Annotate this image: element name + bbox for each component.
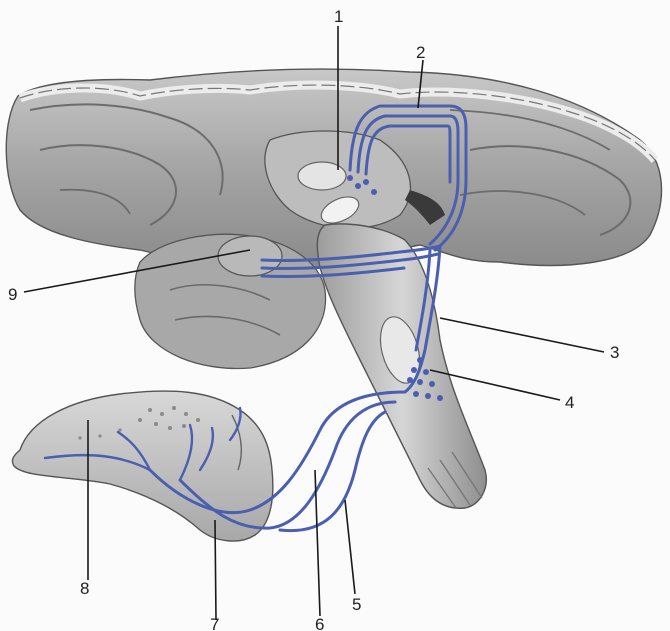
label-6: 6 [315, 615, 324, 631]
label-2: 2 [416, 43, 425, 62]
label-5: 5 [352, 595, 361, 614]
label-8: 8 [80, 579, 89, 598]
label-3: 3 [610, 343, 619, 362]
label-7: 7 [210, 615, 219, 631]
label-9: 9 [8, 285, 17, 304]
label-4: 4 [565, 393, 574, 412]
label-1: 1 [334, 7, 343, 26]
